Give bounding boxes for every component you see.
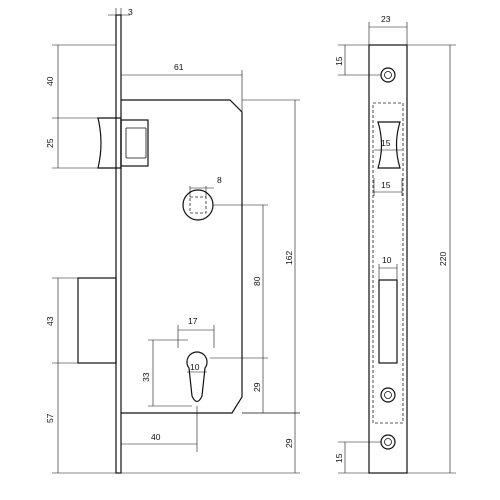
dim-faceplate-height: 220 — [438, 252, 448, 266]
dim-latch-slot-width-lower: 15 — [381, 180, 391, 190]
dim-bottom-screw-offset: 15 — [334, 453, 344, 463]
left-dimensions: 3 40 25 61 8 162 80 29 43 — [45, 7, 300, 474]
latch-bolt — [97, 117, 122, 169]
bolt-slot — [378, 279, 398, 364]
spindle-hub — [182, 189, 214, 221]
deadbolt — [77, 277, 117, 364]
dim-top-to-latch: 40 — [45, 76, 55, 86]
bottom-screw-icon — [380, 434, 396, 450]
dim-top-screw-offset: 15 — [334, 56, 344, 66]
body-outline — [372, 102, 404, 424]
right-dimensions: 23 15 15 15 10 220 15 — [334, 14, 456, 474]
dim-body-height: 162 — [284, 251, 294, 265]
latch-opening — [377, 121, 401, 169]
dim-bolt-slot-width: 10 — [382, 255, 392, 265]
dim-latch-height: 25 — [45, 138, 55, 148]
faceplate-front-view — [368, 44, 408, 474]
middle-screw-icon — [380, 387, 396, 403]
faceplate — [368, 44, 408, 474]
lock-body-side-view — [77, 14, 243, 474]
dim-handle-spindle: 8 — [217, 175, 222, 185]
faceplate-strip — [115, 14, 122, 474]
dim-cylinder-height: 33 — [141, 372, 151, 382]
latch-bolt-back — [120, 119, 149, 167]
dim-cylinder-backset: 40 — [151, 432, 161, 442]
dim-cylinder-width: 17 — [188, 316, 198, 326]
dim-lower-offset: 29 — [284, 438, 294, 448]
dim-faceplate-thickness: 3 — [128, 7, 133, 17]
dim-deadbolt-height: 43 — [45, 316, 55, 326]
top-screw-icon — [380, 67, 396, 83]
dim-bottom-to-deadbolt: 57 — [45, 413, 55, 423]
dim-backset: 61 — [174, 62, 184, 72]
spindle-square — [189, 196, 207, 214]
dim-faceplate-width: 23 — [381, 14, 391, 24]
cylinder-profile — [186, 351, 208, 403]
dim-cylinder-pin: 10 — [190, 362, 200, 372]
dim-latch-slot-width: 15 — [381, 138, 391, 148]
dim-spindle-to-cylinder: 80 — [252, 276, 262, 286]
lock-case — [121, 99, 243, 414]
dim-cylinder-to-bottom: 29 — [252, 382, 262, 392]
